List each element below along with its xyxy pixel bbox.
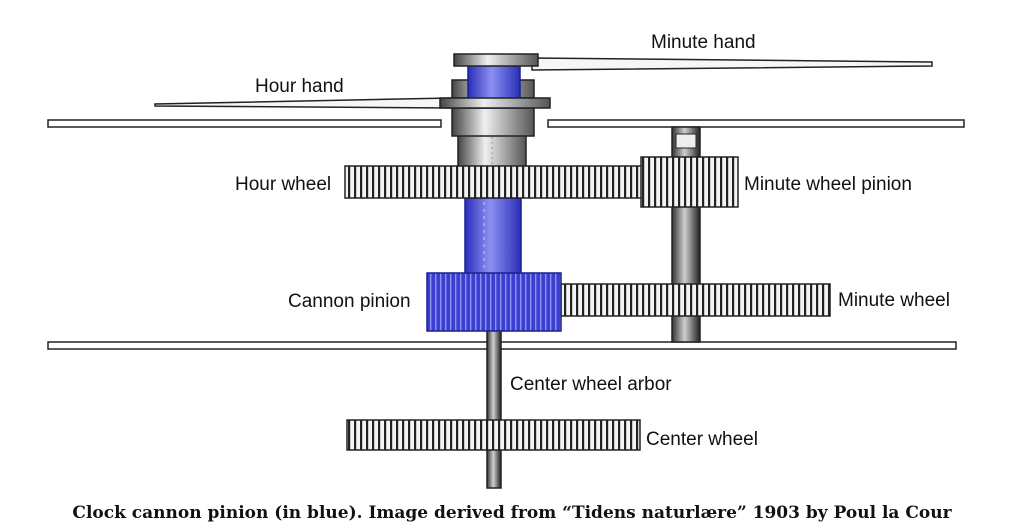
minute-hand-shape: [453, 53, 933, 71]
center-wheel-gear: [346, 419, 641, 451]
cannon-pinion-shaft: [464, 197, 522, 275]
label-cannon-pinion: Cannon pinion: [288, 291, 411, 312]
cannon-pinion-gear: [426, 272, 562, 332]
label-minute-wheel-pinion: Minute wheel pinion: [744, 174, 912, 195]
label-minute-wheel: Minute wheel: [838, 290, 950, 311]
label-hour-wheel: Hour wheel: [235, 174, 331, 195]
center-wheel-arbor-shape: [486, 329, 502, 489]
minute-wheel-pinion-gear: [640, 156, 739, 208]
label-hour-hand: Hour hand: [255, 76, 344, 97]
clockwork-diagram-svg: Minute hand Hour hand Hour wheel Minute …: [47, 32, 965, 489]
back-plate: [47, 341, 957, 350]
label-center-wheel: Center wheel: [646, 429, 758, 450]
minute-wheel-gear: [560, 283, 831, 317]
hour-wheel-gear: [344, 165, 643, 199]
label-minute-hand: Minute hand: [651, 32, 756, 53]
front-plate: [47, 119, 965, 128]
label-center-wheel-arbor: Center wheel arbor: [510, 374, 672, 395]
hour-hand-shape: [154, 97, 551, 109]
figure-caption: Clock cannon pinion (in blue). Image der…: [72, 503, 952, 523]
